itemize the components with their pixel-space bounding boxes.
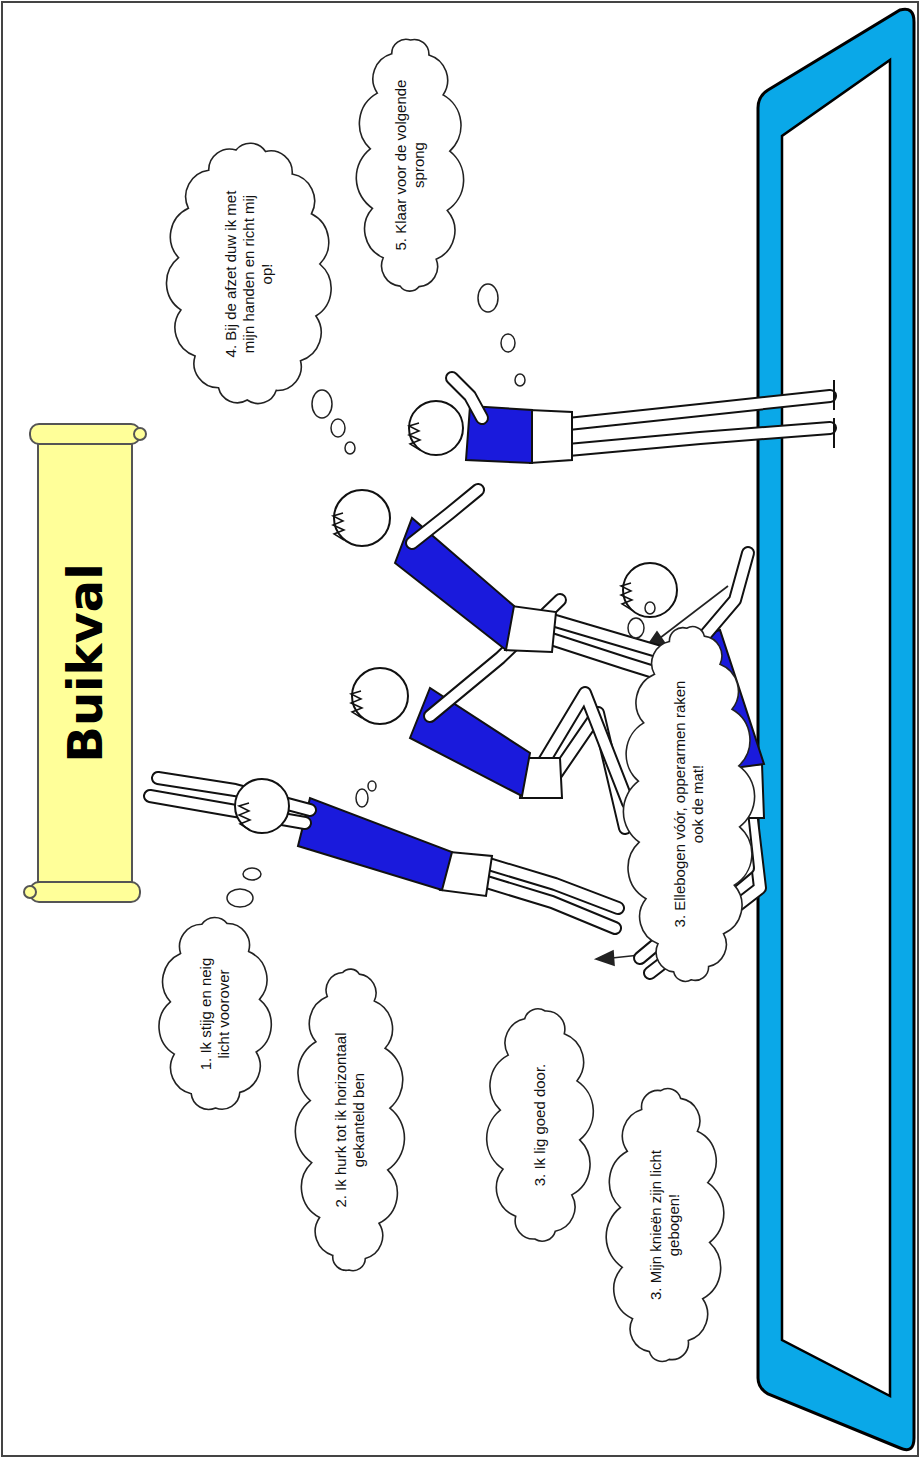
cloud-text: 3. Ik lig goed door. [531,1064,549,1187]
cloud-text-holder: 4. Bij de afzet duw ik met mijn handen e… [222,136,276,412]
title-scroll [24,424,146,902]
title-holder: Buikval [45,453,125,873]
trampoline [758,9,914,1449]
cloud-shape [356,39,463,291]
cloud-shape [295,969,404,1271]
gymnast-rising [150,778,618,928]
cloud-text-holder: 3. Mijn knieën zijn licht gebogen! [647,1078,683,1372]
cloud-text-holder: 2. Ik hurk tot ik horizontaal gekanteld … [332,958,368,1282]
cloud-text: 3. Mijn knieën zijn licht gebogen! [647,1128,683,1322]
cloud-text: 3. Ellebogen vóór, opperarmen raken ook … [671,680,707,928]
thought-cloud: 3. Ellebogen vóór, opperarmen raken ook … [626,616,752,992]
cloud-text: 1. Ik stijg en neig licht voorover [197,944,233,1084]
thought-cloud: 3. Mijn knieën zijn licht gebogen! [608,1078,722,1372]
cloud-shape [166,143,331,403]
cloud-text: 5. Klaar voor de volgende sprong [392,75,428,256]
cloud-shape [606,1089,724,1362]
cloud-text-holder: 5. Klaar voor de volgende sprong [392,28,428,302]
thought-cloud: 5. Klaar voor de volgende sprong [358,28,462,302]
cloud-text-holder: 3. Ik lig goed door. [531,998,549,1252]
cloud-shape [623,627,754,982]
title: Buikval [57,563,113,762]
thought-cloud: 4. Bij de afzet duw ik met mijn handen e… [166,136,332,412]
cloud-text: 4. Bij de afzet duw ik met mijn handen e… [222,183,276,365]
cloud-shape [487,1009,594,1241]
gymnast-ready [409,378,834,463]
cloud-text-holder: 3. Ellebogen vóór, opperarmen raken ook … [671,616,707,992]
thought-cloud: 2. Ik hurk tot ik horizontaal gekanteld … [298,958,402,1282]
cloud-shape [159,917,271,1109]
cloud-text-holder: 1. Ik stijg en neig licht voorover [197,908,233,1120]
thought-cloud: 3. Ik lig goed door. [488,998,592,1252]
thought-cloud: 1. Ik stijg en neig licht voorover [158,908,272,1120]
cloud-text: 2. Ik hurk tot ik horizontaal gekanteld … [332,1013,368,1227]
